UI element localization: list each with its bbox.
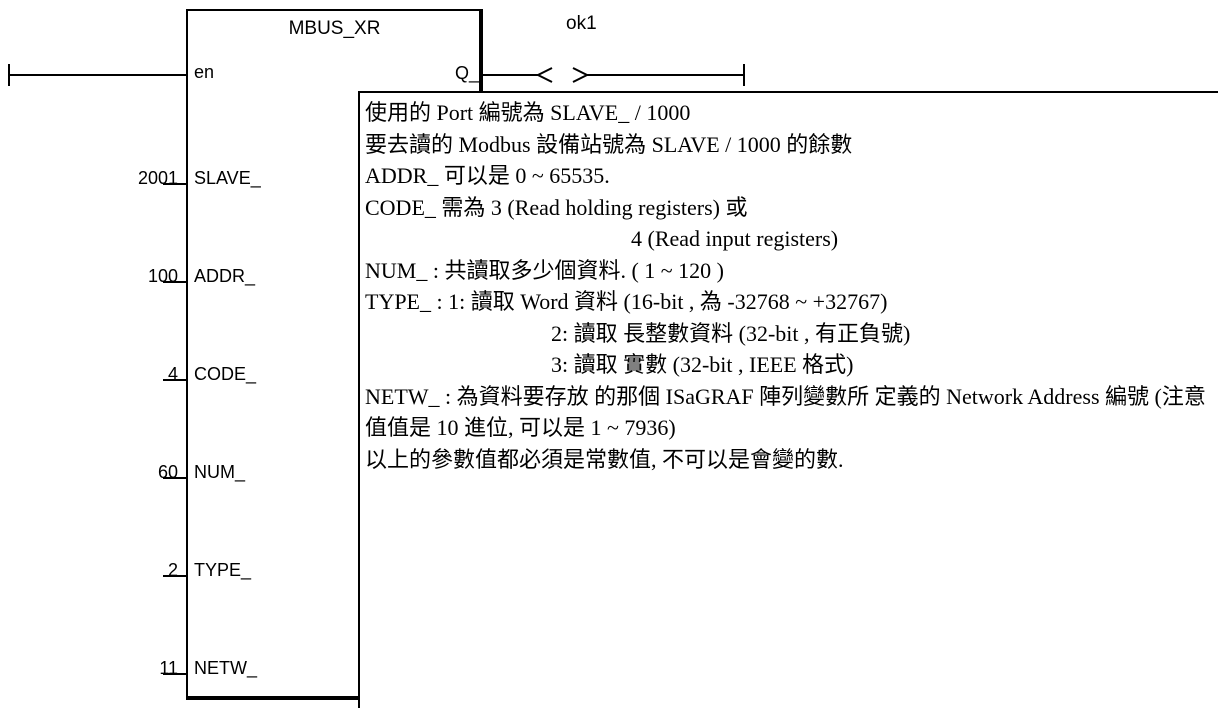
coil-left-paren — [535, 67, 553, 83]
coil-right-paren — [572, 67, 590, 83]
pin-code-label: CODE_ — [194, 364, 257, 384]
note-line: NETW_ : 為資料要存放 的那個 ISaGRAF 陣列變數所 定義的 Net… — [365, 383, 1206, 441]
block-title: MBUS_XR — [288, 18, 381, 39]
pin-type-value[interactable]: 2 — [167, 560, 178, 580]
pin-type-label: TYPE_ — [194, 560, 252, 580]
note-line: NUM_ : 共讀取多少個資料. ( 1 ~ 120 ) — [365, 257, 725, 283]
note-line: 4 (Read input registers) — [631, 226, 839, 251]
pin-num-value[interactable]: 60 — [157, 462, 178, 482]
pin-num-label: NUM_ — [194, 462, 246, 482]
pin-netw-label: NETW_ — [194, 658, 257, 678]
note-line: 使用的 Port 編號為 SLAVE_ / 1000 — [365, 100, 691, 125]
pin-code-value[interactable]: 4 — [167, 364, 178, 384]
note-line: TYPE_ : 1: 讀取 Word 資料 (16-bit , 為 -32768… — [365, 289, 888, 314]
note-line: 2: 讀取 長整數資料 (32-bit , 有正負號) — [551, 320, 911, 346]
pin-connectors — [163, 183, 186, 675]
note-line: 以上的參數值都必須是常數值, 不可以是會變的數. — [365, 446, 844, 472]
pin-slave-label: SLAVE_ — [194, 168, 261, 188]
pin-en-label: en — [194, 62, 215, 82]
note-line: CODE_ 需為 3 (Read holding registers) 或 — [365, 194, 748, 220]
note-line: 3: 讀取 實數 (32-bit , IEEE 格式) — [551, 352, 854, 377]
pin-addr-value[interactable]: 100 — [147, 266, 178, 286]
pin-q-label: Q_ — [455, 63, 480, 83]
pin-netw-value[interactable]: 11 — [159, 658, 178, 678]
note-line: ADDR_ 可以是 0 ~ 65535. — [365, 163, 610, 188]
annotation-note: 使用的 Port 編號為 SLAVE_ / 1000 要去讀的 Modbus 設… — [358, 91, 1218, 708]
note-line: 要去讀的 Modbus 設備站號為 SLAVE / 1000 的餘數 — [365, 131, 853, 157]
pin-slave-value[interactable]: 2001 — [137, 168, 178, 188]
coil-name: ok1 — [566, 13, 597, 34]
pin-addr-label: ADDR_ — [194, 266, 256, 286]
